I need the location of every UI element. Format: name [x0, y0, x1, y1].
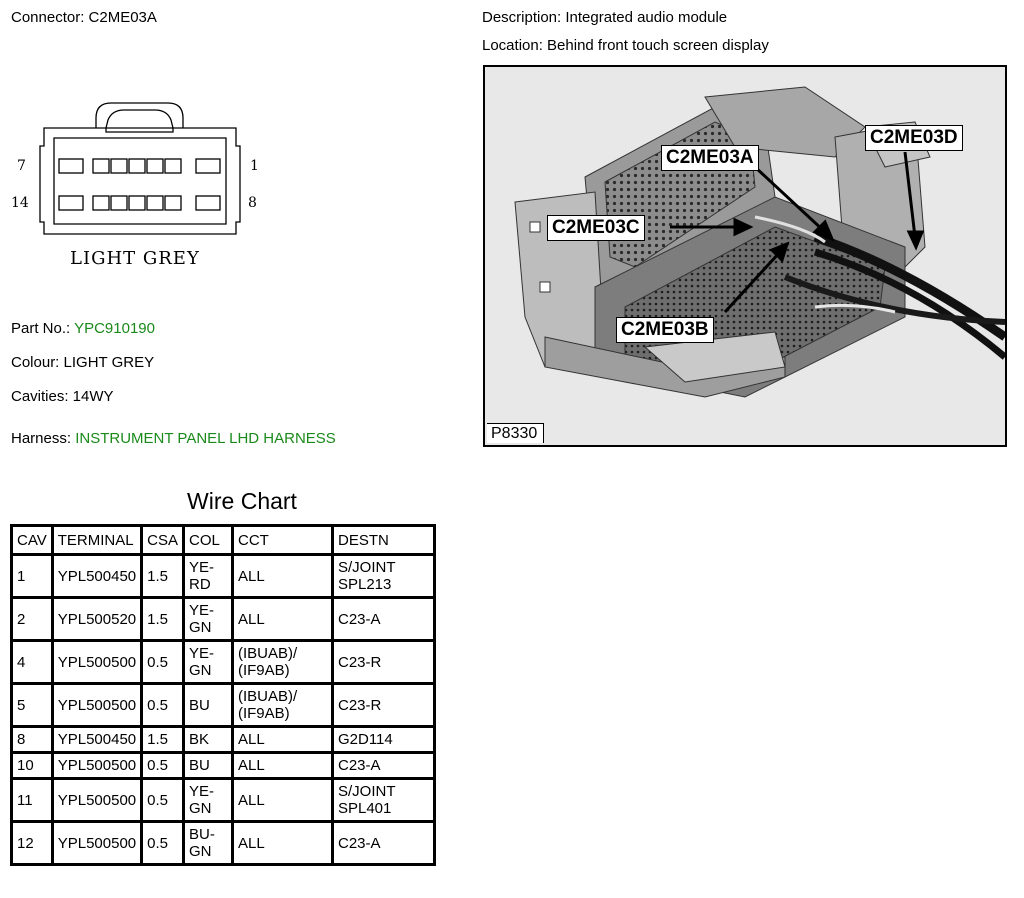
cell-cav: 2 — [10, 596, 54, 642]
cell-destn: G2D114 — [330, 725, 436, 754]
part-number-line: Part No.: YPC910190 — [11, 320, 155, 337]
cell-csa: 0.5 — [140, 777, 185, 823]
header-col: COL — [181, 524, 234, 556]
cell-col: YE-GN — [181, 596, 234, 642]
cell-col: BU — [181, 682, 234, 728]
cell-destn: C23-R — [330, 682, 436, 728]
cell-cct: ALL — [230, 777, 334, 823]
cell-destn: C23-A — [330, 596, 436, 642]
cell-destn: C23-A — [330, 751, 436, 780]
header-terminal: TERMINAL — [50, 524, 144, 556]
cell-col: BU-GN — [181, 820, 234, 866]
cell-col: YE-RD — [181, 553, 234, 599]
cell-terminal: YPL500500 — [50, 751, 144, 780]
callout-c2me03a: C2ME03A — [661, 145, 759, 171]
cell-destn: S/JOINT SPL401 — [330, 777, 436, 823]
cell-cct: (IBUAB)/ (IF9AB) — [230, 639, 334, 685]
cell-cav: 12 — [10, 820, 54, 866]
cell-terminal: YPL500500 — [50, 820, 144, 866]
location-text: Location: Behind front touch screen disp… — [482, 37, 769, 54]
cell-terminal: YPL500500 — [50, 639, 144, 685]
pin-number-bottom-left: 14 — [11, 195, 29, 211]
cell-col: YE-GN — [181, 639, 234, 685]
part-number-value[interactable]: YPC910190 — [74, 320, 155, 337]
cell-col: BU — [181, 751, 234, 780]
header-cct: CCT — [230, 524, 334, 556]
connector-title: Connector: C2ME03A — [11, 9, 157, 26]
cell-csa: 0.5 — [140, 682, 185, 728]
callout-c2me03c: C2ME03C — [547, 215, 645, 241]
colour-line: Colour: LIGHT GREY — [11, 354, 155, 371]
part-number-label: Part No.: — [11, 320, 71, 337]
cell-cav: 11 — [10, 777, 54, 823]
harness-label: Harness: — [11, 430, 72, 447]
pin-number-top-left: 7 — [17, 158, 26, 174]
pin-number-bottom-right: 8 — [248, 195, 257, 211]
description-text: Description: Integrated audio module — [482, 9, 728, 26]
cell-col: YE-GN — [181, 777, 234, 823]
cell-csa: 0.5 — [140, 639, 185, 685]
header-destn: DESTN — [330, 524, 436, 556]
cell-cct: ALL — [230, 725, 334, 754]
harness-line: Harness: INSTRUMENT PANEL LHD HARNESS — [11, 430, 336, 447]
cell-cav: 4 — [10, 639, 54, 685]
cell-terminal: YPL500500 — [50, 777, 144, 823]
cell-destn: C23-R — [330, 639, 436, 685]
cell-cct: (IBUAB)/ (IF9AB) — [230, 682, 334, 728]
header-cav: CAV — [10, 524, 54, 556]
cell-cav: 8 — [10, 725, 54, 754]
cell-cav: 5 — [10, 682, 54, 728]
cell-cct: ALL — [230, 820, 334, 866]
connector-diagram: 7 1 14 8 LIGHT GREY — [0, 0, 260, 280]
cell-terminal: YPL500450 — [50, 725, 144, 754]
connector-face-drawing — [39, 102, 241, 235]
callout-c2me03d: C2ME03D — [865, 125, 963, 151]
cavities-line: Cavities: 14WY — [11, 388, 114, 405]
cell-terminal: YPL500500 — [50, 682, 144, 728]
pin-number-top-right: 1 — [250, 158, 259, 174]
module-illustration — [514, 86, 1005, 398]
wire-chart-title: Wire Chart — [187, 488, 297, 514]
callout-c2me03b: C2ME03B — [616, 317, 714, 343]
cell-csa: 0.5 — [140, 751, 185, 780]
module-location-image: C2ME03A C2ME03D C2ME03C C2ME03B P8330 — [483, 65, 1007, 447]
cell-destn: C23-A — [330, 820, 436, 866]
cell-cct: ALL — [230, 553, 334, 599]
cell-terminal: YPL500520 — [50, 596, 144, 642]
cell-destn: S/JOINT SPL213 — [330, 553, 436, 599]
cell-terminal: YPL500450 — [50, 553, 144, 599]
cell-cav: 1 — [10, 553, 54, 599]
cell-csa: 0.5 — [140, 820, 185, 866]
cell-csa: 1.5 — [140, 725, 185, 754]
cell-cav: 10 — [10, 751, 54, 780]
cell-cct: ALL — [230, 751, 334, 780]
harness-value[interactable]: INSTRUMENT PANEL LHD HARNESS — [75, 430, 336, 447]
cell-col: BK — [181, 725, 234, 754]
photo-reference-id: P8330 — [487, 423, 545, 443]
wire-chart-header-row: CAV TERMINAL CSA COL CCT DESTN — [10, 524, 436, 556]
cell-cct: ALL — [230, 596, 334, 642]
cell-csa: 1.5 — [140, 553, 185, 599]
cell-csa: 1.5 — [140, 596, 185, 642]
connector-color-label: LIGHT GREY — [70, 248, 200, 269]
header-csa: CSA — [140, 524, 185, 556]
